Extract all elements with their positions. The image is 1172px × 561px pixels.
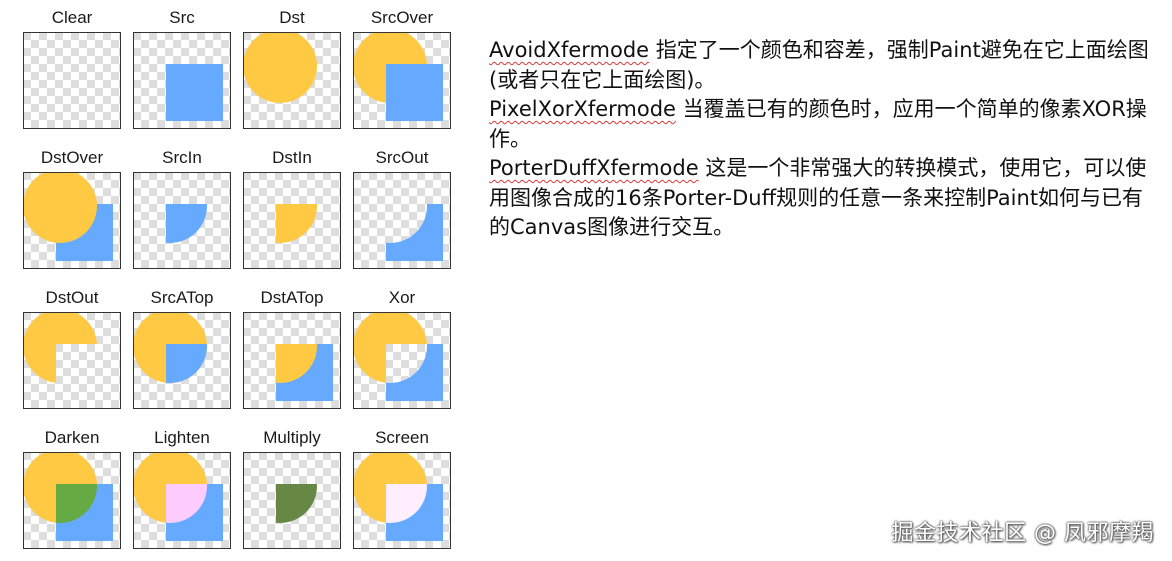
- tile-border: [243, 172, 341, 269]
- tile-border: [23, 452, 121, 549]
- src-square: [386, 64, 443, 121]
- tile-border: [23, 172, 121, 269]
- mode-label-srcatop: SrcATop: [151, 288, 214, 307]
- dst-circle: [243, 32, 317, 103]
- xfermode-description: AvoidXfermode 指定了一个颜色和容差，强制Paint避免在它上面绘图…: [489, 36, 1159, 243]
- mode-tile-screen: [353, 452, 451, 549]
- mode-label-srcin: SrcIn: [162, 148, 202, 167]
- tile-border: [23, 32, 121, 129]
- mode-tile-dstout: [23, 312, 121, 409]
- mode-tile-dstatop: [243, 312, 341, 409]
- mode-tile-srcout: [353, 172, 451, 269]
- mode-label-clear: Clear: [52, 8, 93, 27]
- tile-border: [243, 32, 341, 129]
- mode-tile-dst: [243, 32, 341, 129]
- tile-border: [133, 172, 231, 269]
- src-square: [166, 64, 223, 121]
- mode-label-screen: Screen: [375, 428, 429, 447]
- mode-label-darken: Darken: [45, 428, 100, 447]
- mode-tile-xor: [353, 312, 451, 409]
- tile-border: [353, 312, 451, 409]
- mode-tile-clear: [23, 32, 121, 129]
- pixelxor-xfermode-paragraph: PixelXorXfermode 当覆盖已有的颜色时，应用一个简单的像素XOR操…: [489, 95, 1159, 154]
- watermark: 掘金技术社区 @ 凤邪摩羯: [891, 521, 1154, 546]
- dst-circle: [23, 312, 97, 383]
- pixelxor-xfermode-term: PixelXorXfermode: [489, 97, 676, 121]
- tile-border: [243, 452, 341, 549]
- porterduff-xfermode-term: PorterDuffXfermode: [489, 156, 699, 180]
- tile-border: [23, 312, 121, 409]
- mode-label-dstin: DstIn: [272, 148, 312, 167]
- mode-tile-srcover: [353, 32, 451, 129]
- src-square: [386, 344, 443, 401]
- mode-label-srcover: SrcOver: [371, 8, 434, 27]
- mode-label-dstover: DstOver: [41, 148, 104, 167]
- porterduff-xfermode-text: 这是一个非常强大的转换模式，使用它，可以使用图像合成的16条Porter-Duf…: [489, 156, 1147, 239]
- tile-border: [133, 452, 231, 549]
- mode-tile-lighten: [133, 452, 231, 549]
- mode-label-dstatop: DstATop: [261, 288, 324, 307]
- mode-tile-dstover: [23, 172, 121, 269]
- tile-border: [133, 312, 231, 409]
- mode-tile-src: [133, 32, 231, 129]
- mode-label-dstout: DstOut: [46, 288, 99, 307]
- tile-border: [353, 452, 451, 549]
- tile-border: [353, 32, 451, 129]
- avoid-xfermode-text: 指定了一个颜色和容差，强制Paint避免在它上面绘图(或者只在它上面绘图)。: [489, 38, 1149, 92]
- tile-border: [353, 172, 451, 269]
- tile-border: [243, 312, 341, 409]
- mode-label-dst: Dst: [279, 8, 305, 27]
- mode-label-srcout: SrcOut: [376, 148, 429, 167]
- mode-label-src: Src: [169, 8, 195, 27]
- mode-label-xor: Xor: [389, 288, 416, 307]
- mode-tile-srcin: [133, 172, 231, 269]
- pixelxor-xfermode-text: 当覆盖已有的颜色时，应用一个简单的像素XOR操作。: [489, 97, 1147, 151]
- porterduff-xfermode-paragraph: PorterDuffXfermode 这是一个非常强大的转换模式，使用它，可以使…: [489, 154, 1159, 243]
- mode-tile-srcatop: [133, 312, 231, 409]
- tile-border: [133, 32, 231, 129]
- mode-tile-dstin: [243, 172, 341, 269]
- src-square: [386, 204, 443, 261]
- mode-label-lighten: Lighten: [154, 428, 210, 447]
- dst-circle: [23, 172, 97, 243]
- mode-tile-multiply: [243, 452, 341, 549]
- mode-label-multiply: Multiply: [263, 428, 321, 447]
- avoid-xfermode-paragraph: AvoidXfermode 指定了一个颜色和容差，强制Paint避免在它上面绘图…: [489, 36, 1159, 95]
- avoid-xfermode-term: AvoidXfermode: [489, 38, 650, 62]
- mode-tile-darken: [23, 452, 121, 549]
